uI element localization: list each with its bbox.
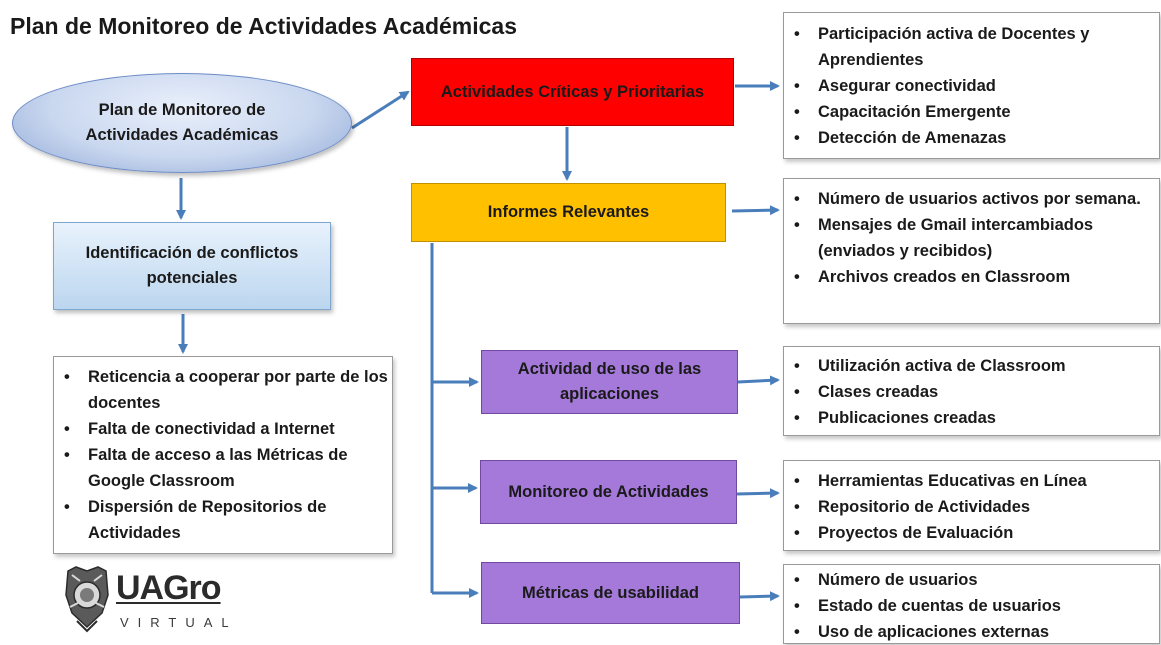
list-item: Repositorio de Actividades bbox=[784, 494, 1159, 520]
list-item: Proyectos de Evaluación bbox=[784, 520, 1159, 546]
usability-metrics-node: Métricas de usabilidad bbox=[481, 562, 740, 624]
list-item: Mensajes de Gmail intercambiados (enviad… bbox=[784, 212, 1159, 264]
app-usage-node: Actividad de uso de las aplicaciones bbox=[481, 350, 738, 414]
list-item: Capacitación Emergente bbox=[784, 99, 1159, 125]
list-item: Reticencia a cooperar por parte de los d… bbox=[54, 364, 392, 416]
page-title: Plan de Monitoreo de Actividades Académi… bbox=[10, 13, 517, 39]
relevant-reports-list: Número de usuarios activos por semana. M… bbox=[783, 178, 1160, 324]
uagro-logo: UAGro VIRTUAL bbox=[62, 565, 232, 635]
list-item: Participación activa de Docentes y Apren… bbox=[784, 21, 1159, 73]
usability-metrics-list: Número de usuarios Estado de cuentas de … bbox=[783, 564, 1160, 645]
list-item: Número de usuarios bbox=[784, 567, 1159, 593]
arrow-metrics-to-list bbox=[739, 591, 780, 602]
list-item: Utilización activa de Classroom bbox=[784, 353, 1159, 379]
list-item: Uso de aplicaciones externas bbox=[784, 619, 1159, 645]
identification-node: Identificación de conflictos potenciales bbox=[53, 222, 331, 310]
list-item: Dispersión de Repositorios de Actividade… bbox=[54, 494, 392, 546]
plan-ellipse-node: Plan de Monitoreo de Actividades Académi… bbox=[12, 73, 352, 173]
logo-subtitle: VIRTUAL bbox=[120, 615, 238, 630]
relevant-reports-node: Informes Relevantes bbox=[411, 183, 726, 242]
list-item: Herramientas Educativas en Línea bbox=[784, 468, 1159, 494]
list-item: Falta de conectividad a Internet bbox=[54, 416, 392, 442]
monitoring-node: Monitoreo de Actividades bbox=[480, 460, 737, 524]
list-item: Archivos creados en Classroom bbox=[784, 264, 1159, 290]
critical-activities-list: Participación activa de Docentes y Apren… bbox=[783, 12, 1160, 159]
arrow-app-usage-to-list bbox=[737, 375, 780, 386]
arrow-monitoring-to-list bbox=[736, 488, 780, 499]
arrow-reports-to-list bbox=[731, 205, 780, 216]
university-seal-icon bbox=[65, 566, 109, 633]
arrow-ellipse-to-critical bbox=[351, 90, 410, 130]
logo-name: UAGro bbox=[116, 569, 222, 607]
list-item: Asegurar conectividad bbox=[784, 73, 1159, 99]
list-item: Publicaciones creadas bbox=[784, 405, 1159, 431]
list-item: Número de usuarios activos por semana. bbox=[784, 186, 1159, 212]
list-item: Estado de cuentas de usuarios bbox=[784, 593, 1159, 619]
app-usage-list: Utilización activa de Classroom Clases c… bbox=[783, 346, 1160, 436]
critical-activities-node: Actividades Críticas y Prioritarias bbox=[411, 58, 734, 126]
list-item: Falta de acceso a las Métricas de Google… bbox=[54, 442, 392, 494]
list-item: Clases creadas bbox=[784, 379, 1159, 405]
conflicts-list: Reticencia a cooperar por parte de los d… bbox=[53, 356, 393, 554]
list-item: Detección de Amenazas bbox=[784, 125, 1159, 151]
monitoring-list: Herramientas Educativas en Línea Reposit… bbox=[783, 460, 1160, 551]
